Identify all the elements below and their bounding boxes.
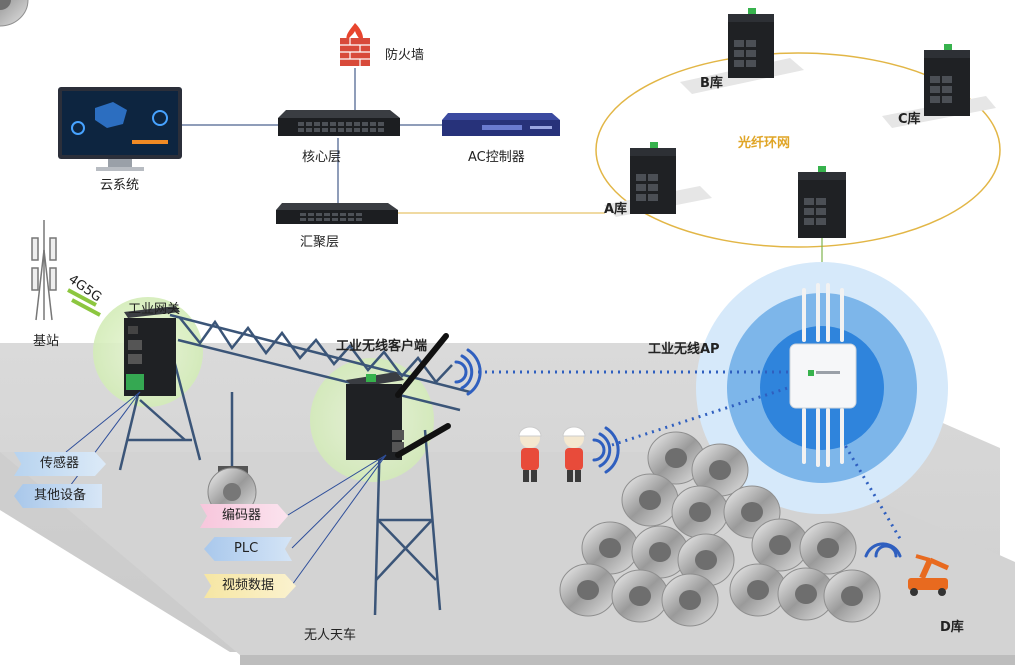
switch-ap-uplink-icon (798, 166, 846, 238)
wired-links (65, 391, 387, 586)
ac-controller-icon (442, 113, 560, 136)
wireless-ap-icon (789, 283, 857, 467)
floor-edge (240, 655, 1015, 665)
cellular-arrows (67, 288, 101, 317)
label-ring: 光纤环网 (738, 136, 791, 151)
label-core: 核心层 (302, 150, 342, 165)
industrial-gateway-icon (124, 306, 180, 396)
wireless-links (454, 348, 904, 558)
label-aggregation: 汇聚层 (300, 235, 340, 250)
fiber-ring (595, 52, 1001, 248)
steel-coils (0, 0, 881, 627)
label-wireless-ap: 工业无线AP (648, 342, 720, 357)
worker-icons (518, 426, 586, 482)
label-firewall: 防火墙 (385, 48, 425, 63)
switch-a-icon (604, 142, 712, 217)
cloud-monitor-icon (58, 87, 182, 171)
firewall-icon (340, 23, 370, 66)
tag-sensor: 传感器 (14, 452, 106, 476)
aggregation-switch-icon (276, 203, 398, 224)
wireless-client-icon (346, 333, 451, 460)
base-station-icon (31, 220, 57, 321)
label-cloud: 云系统 (100, 178, 140, 193)
robot-arm-icon (908, 554, 950, 596)
tag-plc: PLC (204, 537, 292, 561)
tag-video: 视频数据 (204, 574, 296, 598)
label-warehouse-d: D库 (940, 620, 964, 635)
tag-encoder: 编码器 (200, 504, 288, 528)
label-base-station: 基站 (33, 334, 60, 349)
label-crane: 无人天车 (304, 628, 357, 643)
label-gateway: 工业网关 (128, 302, 181, 317)
crane-truss (118, 313, 471, 616)
tag-other-devices: 其他设备 (14, 484, 102, 508)
label-ac: AC控制器 (468, 150, 525, 165)
core-switch-icon (278, 110, 400, 136)
label-wireless-client: 工业无线客户端 (336, 339, 428, 354)
label-warehouse-b: B库 (700, 76, 723, 91)
switch-b-icon (680, 8, 804, 94)
label-warehouse-c: C库 (898, 112, 921, 127)
switch-c-icon (882, 44, 996, 128)
label-warehouse-a: A库 (604, 202, 628, 217)
